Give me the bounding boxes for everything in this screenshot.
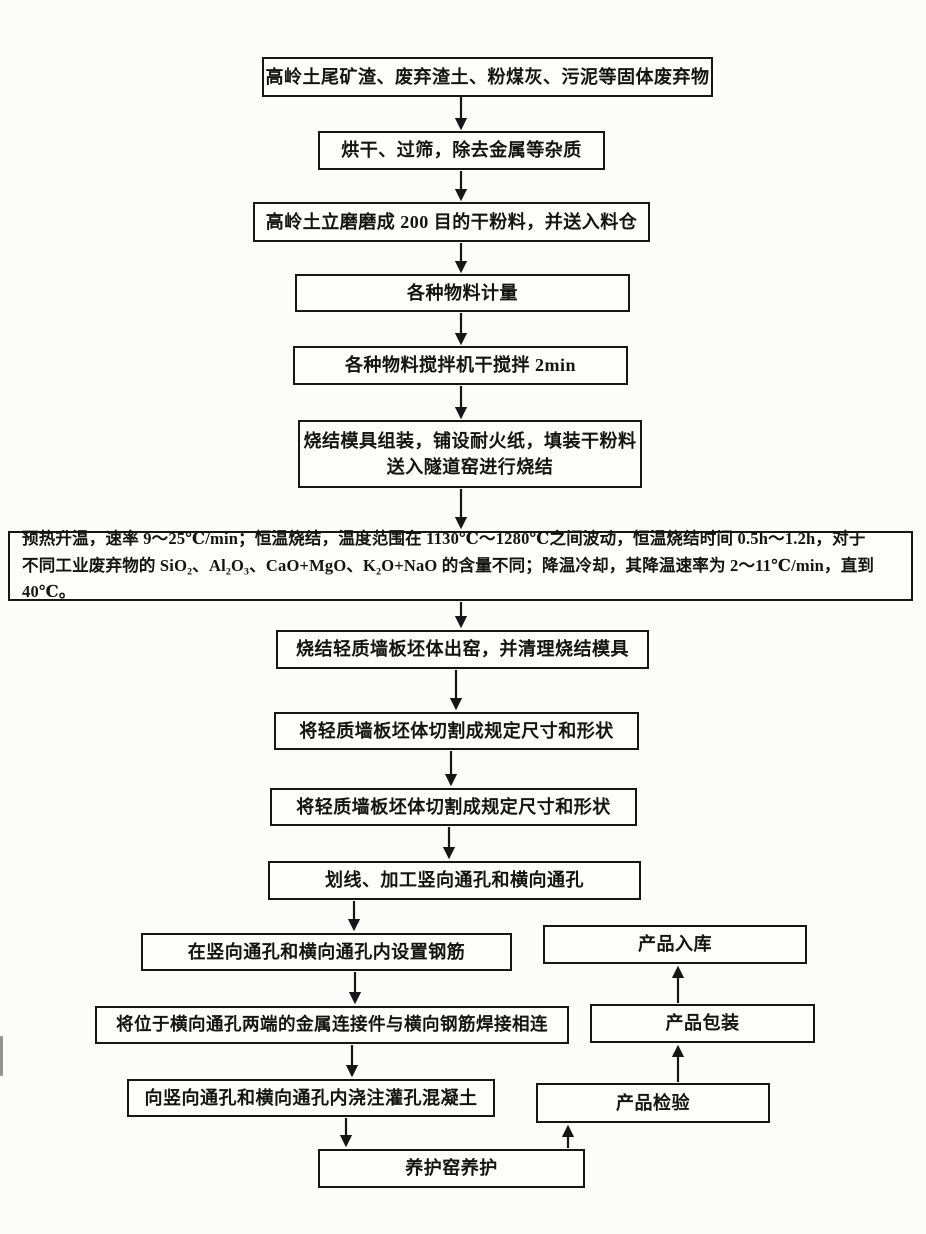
step-connector-welding: 将位于横向通孔两端的金属连接件与横向钢筋焊接相连 [95, 1006, 569, 1044]
step-material-metering: 各种物料计量 [295, 274, 630, 312]
step-grout-concrete-pouring: 向竖向通孔和横向通孔内浇注灌孔混凝土 [127, 1079, 495, 1117]
step-rebar-placement: 在竖向通孔和横向通孔内设置钢筋 [141, 933, 512, 971]
step-demold-clean: 烧结轻质墙板坯体出窑，并清理烧结模具 [276, 630, 649, 669]
step-curing-kiln: 养护窑养护 [318, 1149, 585, 1188]
step-cutting-2: 将轻质墙板坯体切割成规定尺寸和形状 [270, 788, 637, 826]
step-product-packaging: 产品包装 [590, 1004, 815, 1043]
step-drying-sieving: 烘干、过筛，除去金属等杂质 [318, 131, 605, 170]
step-product-storage: 产品入库 [543, 925, 807, 964]
step-cutting-1: 将轻质墙板坯体切割成规定尺寸和形状 [274, 712, 639, 750]
scan-artifact [0, 1036, 3, 1076]
step-mold-assembly-kiln-feed: 烧结模具组装，铺设耐火纸，填装干粉料 送入隧道窑进行烧结 [298, 420, 642, 488]
step-grinding-200-mesh: 高岭土立磨磨成 200 目的干粉料，并送入料仓 [253, 202, 650, 242]
step-scribing-drilling-holes: 划线、加工竖向通孔和横向通孔 [268, 861, 641, 900]
step-dry-mixing: 各种物料搅拌机干搅拌 2min [293, 346, 628, 385]
step-sintering-temperature-profile: 预热升温，速率 9～25℃/min；恒温烧结，温度范围在 1130℃～1280℃… [8, 529, 913, 601]
step-product-inspection: 产品检验 [536, 1083, 770, 1123]
step-solid-waste-input: 高岭土尾矿渣、废弃渣土、粉煤灰、污泥等固体废弃物 [262, 57, 713, 97]
